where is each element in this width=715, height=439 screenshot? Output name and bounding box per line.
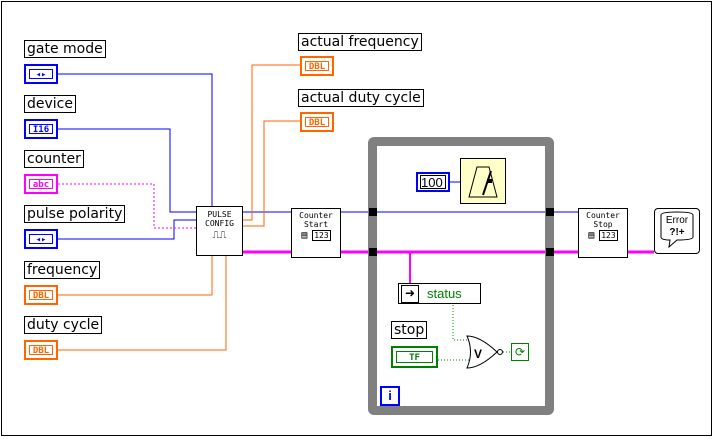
error-symbols: ?!+ [669, 227, 685, 238]
counter-stop-line1: Counter [586, 211, 620, 220]
loop-condition-terminal[interactable]: ⟳ [511, 343, 529, 361]
pulse-polarity-label: pulse polarity [24, 205, 126, 223]
pulse-config-line2: CONFIG [205, 219, 234, 228]
counter-stop-line2: Stop [593, 220, 613, 229]
metronome-icon [468, 166, 498, 198]
duty-cycle-label: duty cycle [24, 316, 103, 334]
gate-mode-control[interactable]: ◂▸ [24, 64, 58, 84]
counter-start-icon: ▤ 123 [292, 230, 340, 241]
wire-actual-duty-cycle [243, 120, 300, 227]
loop-tunnel-left-2 [369, 248, 377, 256]
status-unbundle[interactable]: ➜ status [398, 283, 481, 304]
error-label: Error [665, 215, 689, 226]
loop-tunnel-left-1 [369, 208, 377, 216]
pulse-train-icon: ⎍⎍ [212, 230, 227, 241]
error-handler-vi[interactable]: Error ?!+ [654, 208, 700, 254]
wire-actual-frequency [243, 64, 300, 221]
wire-counter [58, 183, 196, 229]
wait-ms-function[interactable] [460, 158, 506, 204]
counter-label: counter [24, 150, 84, 168]
actual-frequency-label: actual frequency [298, 33, 422, 51]
gate-mode-label: gate mode [24, 40, 106, 58]
pulse-polarity-control[interactable]: ◂▸ [24, 229, 58, 249]
counter-start-type: 123 [312, 230, 331, 241]
counter-start-vi[interactable]: Counter Start ▤ 123 [291, 208, 341, 258]
loop-tunnel-right-2 [546, 248, 554, 256]
refresh-icon: ⟳ [514, 345, 526, 359]
arrow-right-icon: ➜ [401, 285, 419, 303]
counter-control[interactable]: abc [24, 174, 58, 194]
counter-start-line1: Counter [299, 211, 333, 220]
counter-stop-icon: ▤ 123 [579, 230, 627, 241]
iteration-label: i [388, 388, 392, 403]
wait-constant[interactable]: 100 [416, 172, 450, 192]
speech-bubble-icon [660, 211, 694, 249]
duty-cycle-control[interactable]: DBL [24, 340, 58, 360]
or-gate [466, 335, 498, 369]
or-gate-label: V [474, 347, 482, 361]
or-gate-dot [497, 349, 503, 355]
counter-icon: ▤ [588, 230, 595, 241]
wait-constant-value: 100 [420, 175, 446, 190]
frequency-label: frequency [24, 261, 101, 279]
counter-stop-type: 123 [599, 230, 618, 241]
counter-start-line2: Start [303, 220, 329, 229]
pulse-config-vi[interactable]: PULSE CONFIG ⎍⎍ [196, 206, 243, 256]
device-label: device [24, 95, 76, 113]
while-loop-frame[interactable] [368, 137, 554, 415]
wire-device [58, 128, 196, 213]
actual-duty-cycle-indicator[interactable]: DBL [300, 112, 334, 132]
wire-pulse-polarity [58, 219, 196, 240]
counter-icon: ▤ [301, 230, 308, 241]
wire-duty-cycle [58, 236, 227, 351]
actual-duty-cycle-label: actual duty cycle [298, 89, 424, 107]
device-control[interactable]: I16 [24, 119, 58, 139]
actual-frequency-indicator[interactable]: DBL [300, 56, 334, 76]
frequency-control[interactable]: DBL [24, 285, 58, 305]
pulse-config-line1: PULSE [207, 210, 232, 219]
iteration-terminal: i [380, 386, 400, 406]
counter-stop-vi[interactable]: Counter Stop ▤ 123 [578, 208, 628, 258]
wire-gate-mode [58, 73, 213, 216]
stop-control[interactable]: TF [391, 346, 438, 368]
status-label: status [427, 286, 462, 301]
stop-label: stop [391, 321, 428, 339]
loop-tunnel-right-1 [546, 208, 554, 216]
